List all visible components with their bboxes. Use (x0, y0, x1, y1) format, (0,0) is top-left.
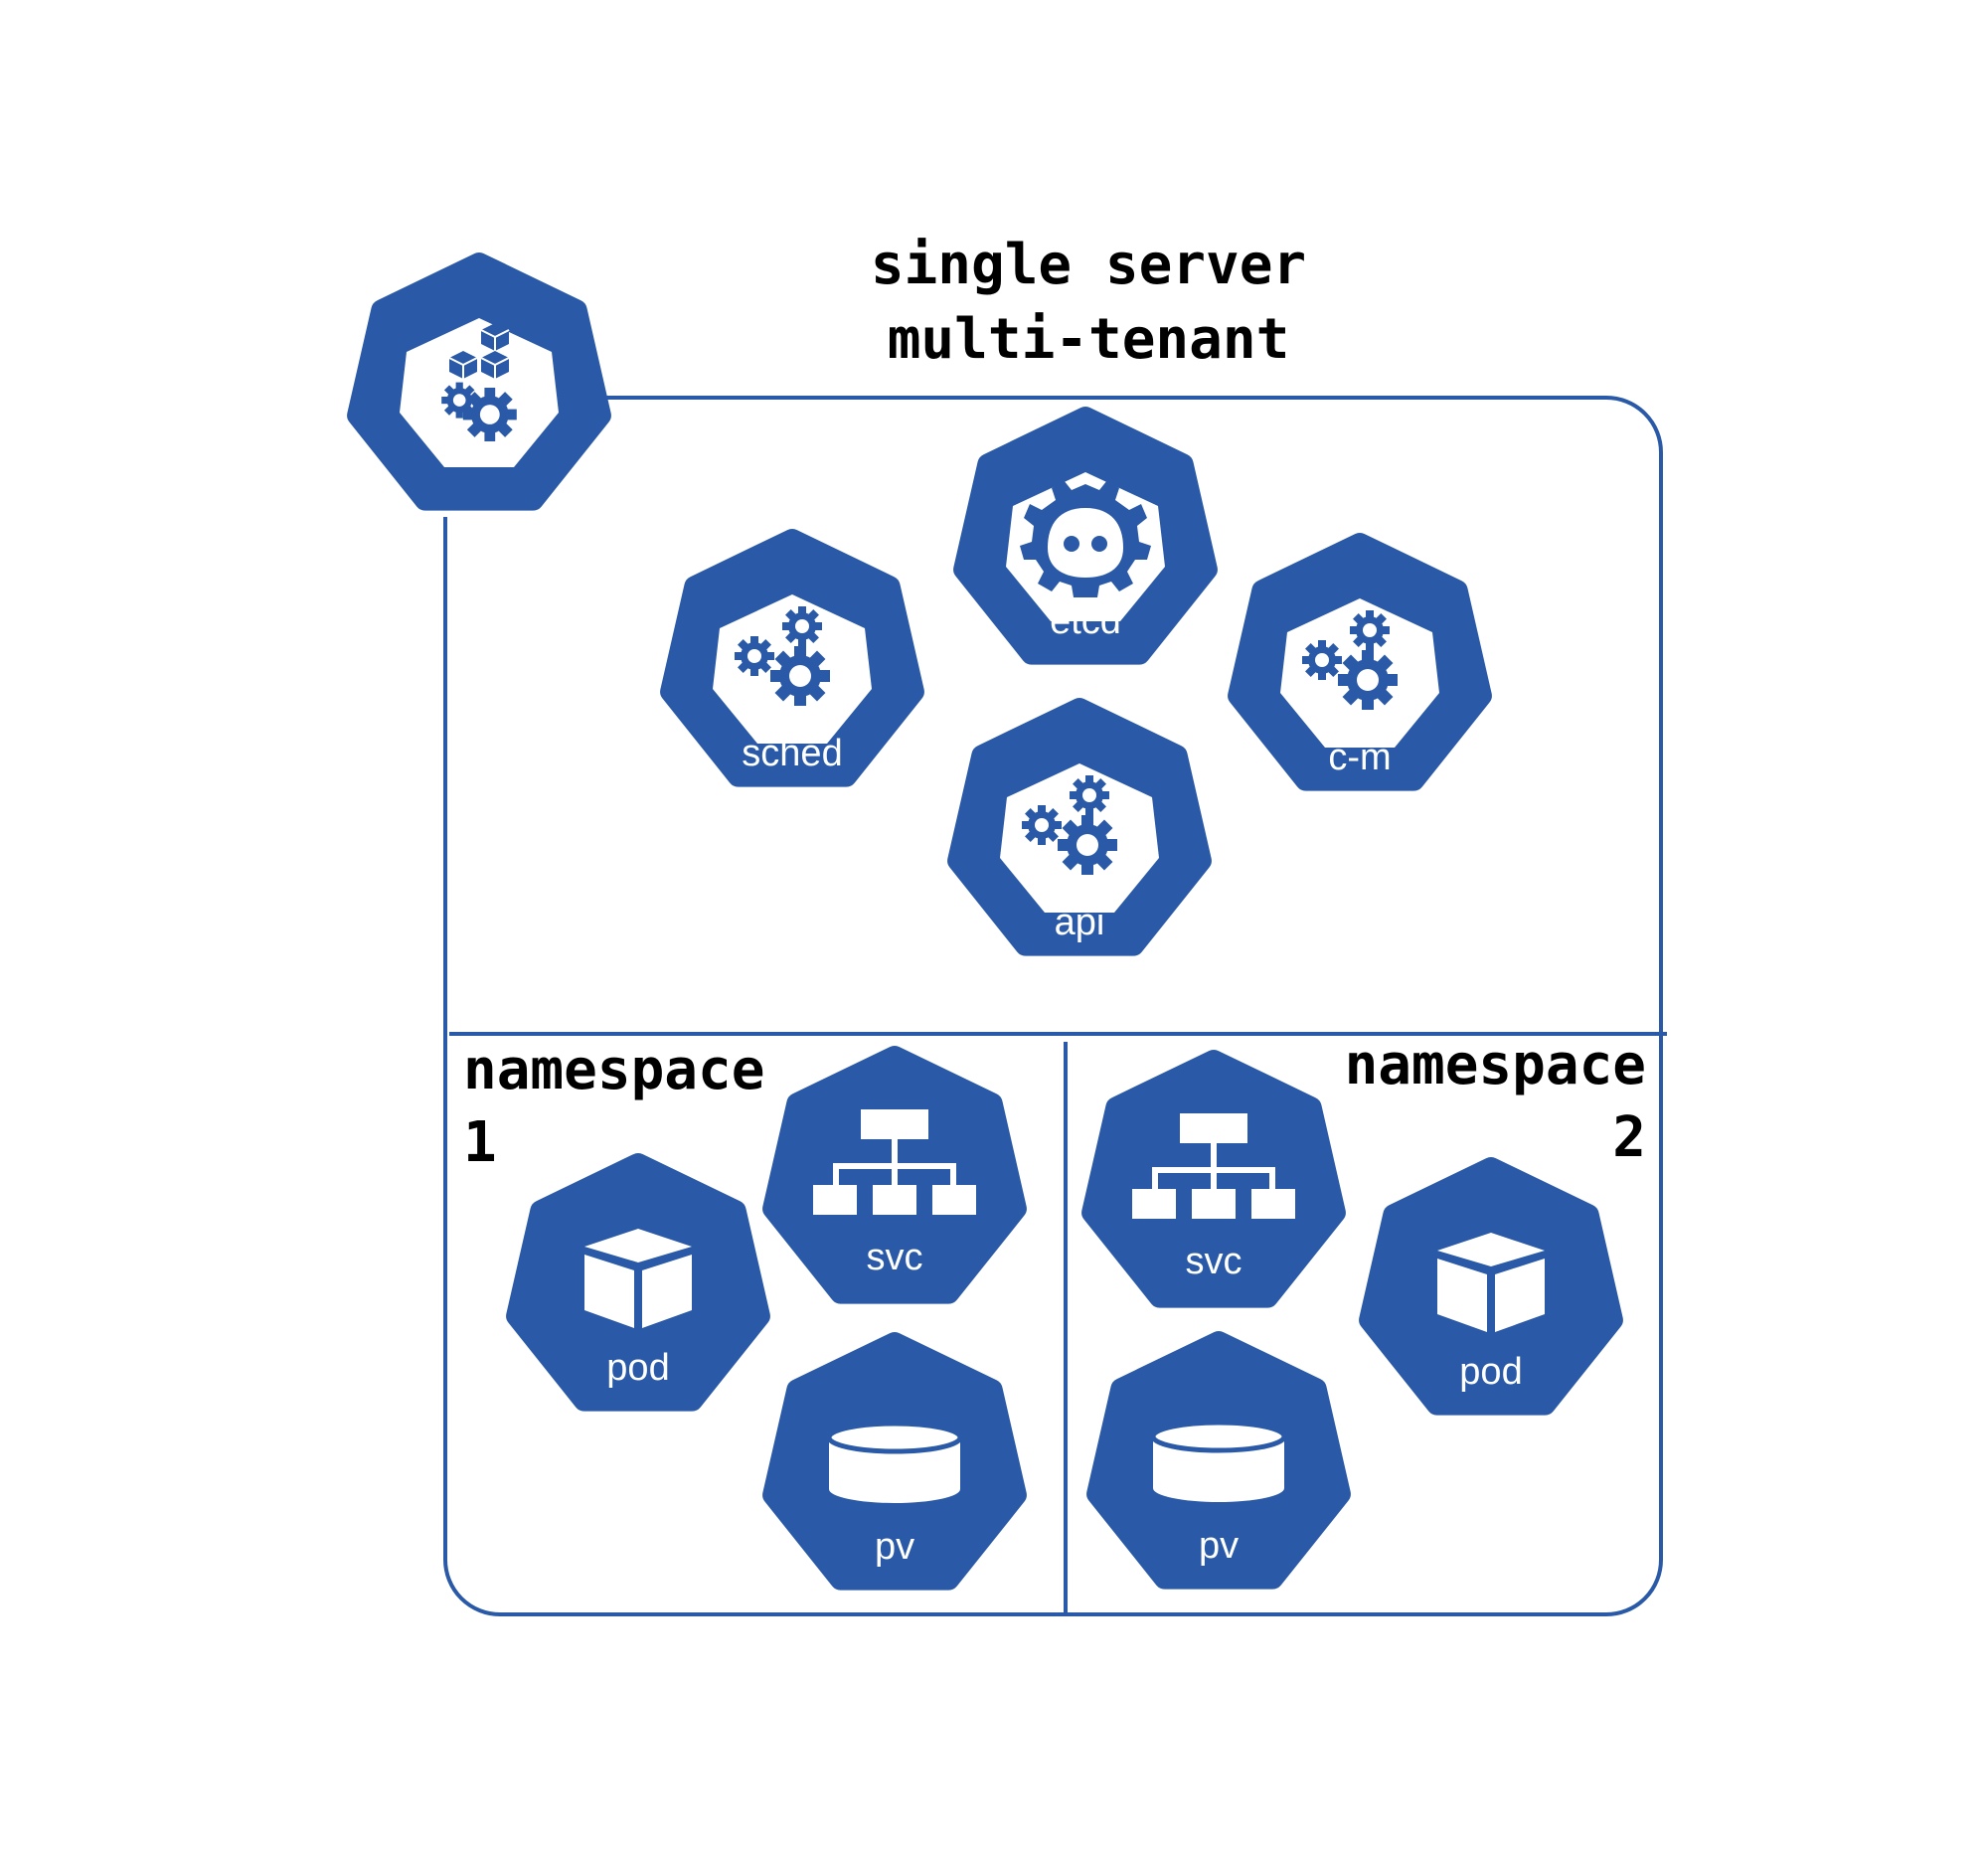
sched-label: sched (742, 733, 842, 774)
ns1-pv-badge: pv (773, 1343, 1016, 1580)
ns2-pod-cube-icon (1437, 1233, 1545, 1332)
api-label: api (1055, 902, 1105, 943)
title-line-2: multi-tenant (888, 307, 1290, 372)
ns1-svc-network-tree-icon (813, 1109, 976, 1215)
sched-badge: sched (671, 540, 913, 776)
ns1-pod-badge: pod (517, 1164, 759, 1401)
ns2-pv-cylinder-icon (1150, 1420, 1287, 1502)
ns2-pod-badge: pod (1370, 1168, 1612, 1405)
api-badge: api (958, 709, 1201, 945)
ns1-svc-label: svc (867, 1237, 923, 1278)
title-line-1: single server (871, 233, 1306, 297)
ns1-pv-cylinder-icon (826, 1421, 963, 1503)
namespace-2-number: 2 (1612, 1105, 1646, 1170)
ns2-svc-network-tree-icon (1132, 1113, 1295, 1219)
control-plane-icon (358, 263, 600, 500)
server-frame (443, 396, 1663, 1616)
ns2-pod-label: pod (1459, 1351, 1522, 1393)
etcd-badge: etcd (964, 418, 1207, 654)
namespace-1-number: 1 (463, 1110, 497, 1175)
ns1-pod-cube-icon (584, 1229, 692, 1328)
namespace-1-title: namespace (463, 1038, 764, 1102)
cm-badge: c-m (1239, 544, 1481, 780)
ns2-svc-label: svc (1186, 1241, 1242, 1282)
ns2-pv-badge: pv (1097, 1342, 1340, 1579)
ns1-svc-badge: svc (773, 1057, 1016, 1293)
etcd-icon (1020, 480, 1151, 597)
ns2-pv-label: pv (1199, 1525, 1239, 1567)
etcd-label: etcd (1050, 600, 1121, 642)
ns1-pv-label: pv (875, 1526, 914, 1568)
cm-label: c-m (1328, 737, 1391, 778)
namespace-2-title: namespace (1345, 1033, 1646, 1097)
ns1-pod-label: pod (606, 1347, 669, 1389)
ns2-svc-badge: svc (1092, 1061, 1335, 1297)
